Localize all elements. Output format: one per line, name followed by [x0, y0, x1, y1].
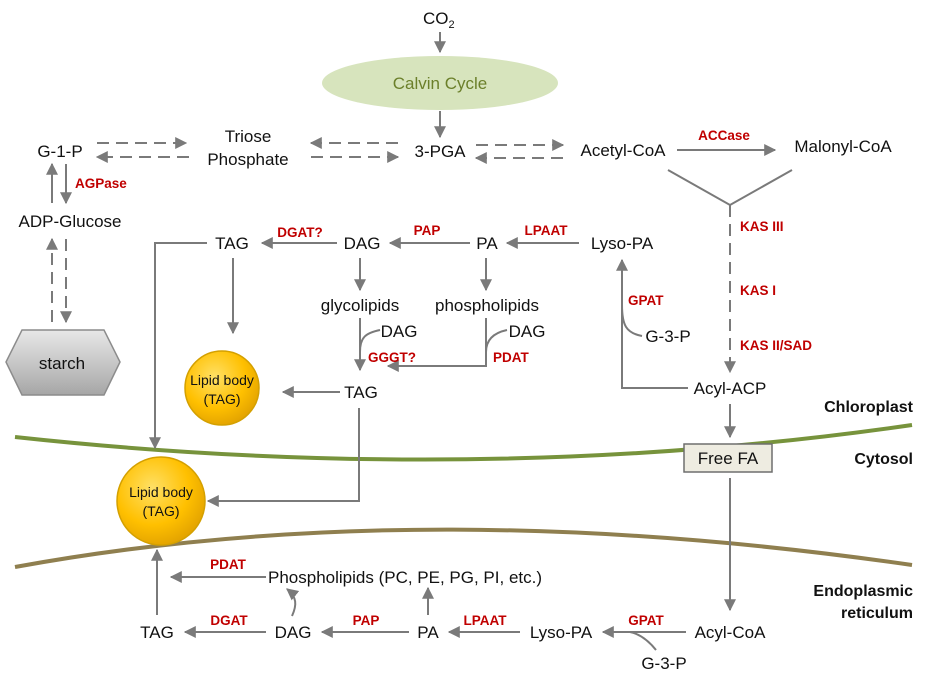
lyso-pa-er-label: Lyso-PA	[530, 623, 593, 642]
kas3-label: KAS III	[740, 219, 784, 234]
cytosol-label: Cytosol	[854, 451, 913, 468]
phospholipids-plastid-label: phospholipids	[435, 296, 539, 315]
dag-plastid-label: DAG	[344, 234, 381, 253]
gpat-er-label: GPAT	[628, 613, 664, 628]
pa-plastid-label: PA	[476, 234, 498, 253]
malonyl-coa-label: Malonyl-CoA	[794, 137, 892, 156]
pga-label: 3-PGA	[414, 142, 466, 161]
triose-label-1: Triose	[225, 127, 272, 146]
pa-er-label: PA	[417, 623, 439, 642]
lipid-body-1-label-a: Lipid body	[190, 372, 254, 388]
lyso-pa-plastid-label: Lyso-PA	[591, 234, 654, 253]
acyl-coa-label: Acyl-CoA	[695, 623, 767, 642]
pap-plastid-label: PAP	[414, 223, 441, 238]
accase-label: ACCase	[698, 128, 750, 143]
arrows	[46, 32, 793, 651]
lipid-body-cytosol	[116, 456, 206, 546]
glycolipids-label: glycolipids	[321, 296, 399, 315]
pap-er-label: PAP	[353, 613, 380, 628]
chloroplast-label: Chloroplast	[824, 399, 914, 416]
lipid-body-1-label-b: (TAG)	[203, 391, 240, 407]
lipid-body-2-label-a: Lipid body	[129, 484, 193, 500]
acetyl-coa-label: Acetyl-CoA	[580, 141, 666, 160]
lipid-body-plastid	[184, 350, 260, 426]
dag-glyco-label: DAG	[381, 322, 418, 341]
dgat-er-label: DGAT	[210, 613, 248, 628]
acyl-acp-label: Acyl-ACP	[694, 379, 767, 398]
co2-label: CO2	[423, 9, 455, 31]
adp-glucose-label: ADP-Glucose	[19, 212, 122, 231]
calvin-cycle-ellipse	[322, 56, 558, 110]
gggt-q-label: GGGT?	[368, 350, 416, 365]
starch-label: starch	[39, 354, 85, 373]
lpaat-plastid-label: LPAAT	[525, 223, 569, 238]
free-fa-label: Free FA	[698, 449, 759, 468]
pdat-plastid-label: PDAT	[493, 350, 530, 365]
agpase-label: AGPase	[75, 176, 127, 191]
lipid-body-2-label-b: (TAG)	[142, 503, 179, 519]
lpaat-er-label: LPAAT	[464, 613, 508, 628]
er-label-2: reticulum	[841, 605, 913, 622]
er-label-1: Endoplasmic	[813, 583, 913, 600]
triose-label-2: Phosphate	[207, 150, 288, 169]
dag-er-label: DAG	[275, 623, 312, 642]
gpat-plastid-label: GPAT	[628, 293, 664, 308]
dgat-q-label: DGAT?	[277, 225, 323, 240]
dag-phospho-label: DAG	[509, 322, 546, 341]
g1p-label: G-1-P	[37, 142, 82, 161]
er-membrane	[14, 527, 913, 569]
chloroplast-membrane	[14, 423, 913, 462]
phospholipids-er-label: Phospholipids (PC, PE, PG, PI, etc.)	[268, 568, 542, 587]
pdat-er-label: PDAT	[210, 557, 247, 572]
tag-plastid-left-label: TAG	[215, 234, 249, 253]
g3p-plastid-label: G-3-P	[645, 327, 690, 346]
tag-plastid-center-label: TAG	[344, 383, 378, 402]
kas2-sad-label: KAS II/SAD	[740, 338, 812, 353]
g3p-er-label: G-3-P	[641, 654, 686, 673]
starch-shape	[5, 329, 121, 396]
tag-er-label: TAG	[140, 623, 174, 642]
calvin-cycle-label: Calvin Cycle	[393, 74, 487, 93]
free-fa-box	[683, 443, 773, 473]
kas1-label: KAS I	[740, 283, 776, 298]
